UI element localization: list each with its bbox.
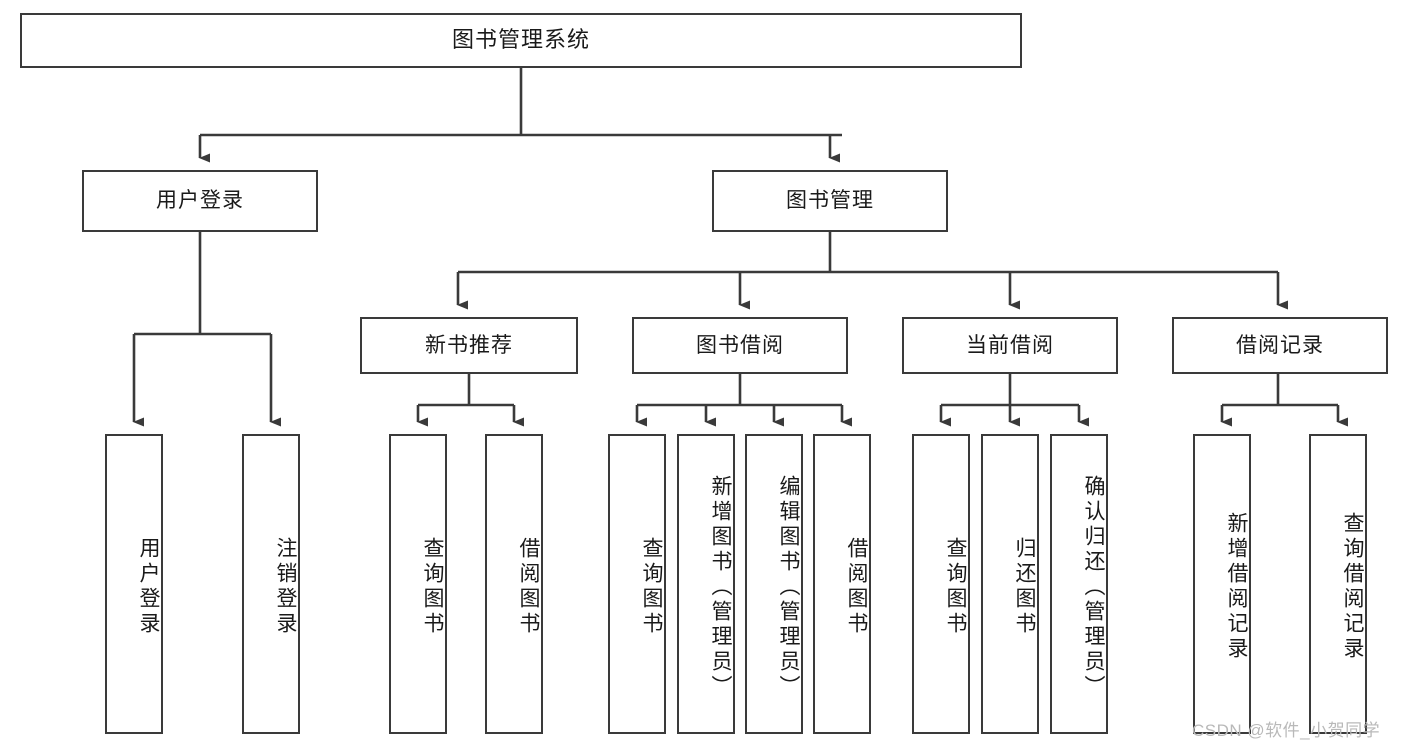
leaf-label: 借阅图书 xyxy=(517,537,540,637)
leaf-label: 归还图书 xyxy=(1013,537,1036,637)
leaf-label: 确认归还（管理员） xyxy=(1082,474,1105,700)
node-current-borrow[interactable]: 当前借阅 xyxy=(902,317,1118,374)
node-user-login[interactable]: 用户登录 xyxy=(82,170,318,232)
leaf-label: 查询图书 xyxy=(944,537,967,637)
leaf-currentborrow-return-book[interactable]: 归还图书 xyxy=(981,434,1039,734)
edge-bookmgmt-to-level3 xyxy=(456,232,1288,310)
node-root-system[interactable]: 图书管理系统 xyxy=(20,13,1022,68)
leaf-label: 注销登录 xyxy=(274,537,297,637)
leaf-currentborrow-query-book[interactable]: 查询图书 xyxy=(912,434,970,734)
leaf-bookborrow-query-book[interactable]: 查询图书 xyxy=(608,434,666,734)
leaf-borrowrecord-query-record[interactable]: 查询借阅记录 xyxy=(1309,434,1367,734)
leaf-currentborrow-confirm-return[interactable]: 确认归还（管理员） xyxy=(1050,434,1108,734)
leaf-borrowrecord-add-record[interactable]: 新增借阅记录 xyxy=(1193,434,1251,734)
edge-currentborrow-to-leaves xyxy=(939,374,1089,427)
edge-root-to-level2 xyxy=(198,68,842,163)
leaf-label: 用户登录 xyxy=(137,537,160,637)
edge-userlogin-to-leaves xyxy=(132,232,281,427)
edge-borrowrecord-to-leaves xyxy=(1220,374,1348,427)
leaf-user-login-login[interactable]: 用户登录 xyxy=(105,434,163,734)
node-book-management[interactable]: 图书管理 xyxy=(712,170,948,232)
leaf-bookborrow-edit-book[interactable]: 编辑图书（管理员） xyxy=(745,434,803,734)
node-borrow-record[interactable]: 借阅记录 xyxy=(1172,317,1388,374)
leaf-label: 查询图书 xyxy=(640,537,663,637)
edge-bookborrow-to-leaves xyxy=(635,374,852,427)
leaf-bookborrow-borrow-book[interactable]: 借阅图书 xyxy=(813,434,871,734)
leaf-label: 借阅图书 xyxy=(845,537,868,637)
node-book-borrow[interactable]: 图书借阅 xyxy=(632,317,848,374)
leaf-newbook-query-book[interactable]: 查询图书 xyxy=(389,434,447,734)
leaf-label: 编辑图书（管理员） xyxy=(777,474,800,700)
leaf-label: 查询图书 xyxy=(421,537,444,637)
leaf-label: 查询借阅记录 xyxy=(1341,512,1364,662)
edge-newbook-to-leaves xyxy=(416,374,524,427)
leaf-label: 新增借阅记录 xyxy=(1225,512,1248,662)
leaf-bookborrow-add-book[interactable]: 新增图书（管理员） xyxy=(677,434,735,734)
csdn-watermark: CSDN @软件_小贺同学 xyxy=(1192,721,1381,740)
node-new-book-recommend[interactable]: 新书推荐 xyxy=(360,317,578,374)
leaf-newbook-borrow-book[interactable]: 借阅图书 xyxy=(485,434,543,734)
leaf-user-login-logout[interactable]: 注销登录 xyxy=(242,434,300,734)
leaf-label: 新增图书（管理员） xyxy=(709,474,732,700)
